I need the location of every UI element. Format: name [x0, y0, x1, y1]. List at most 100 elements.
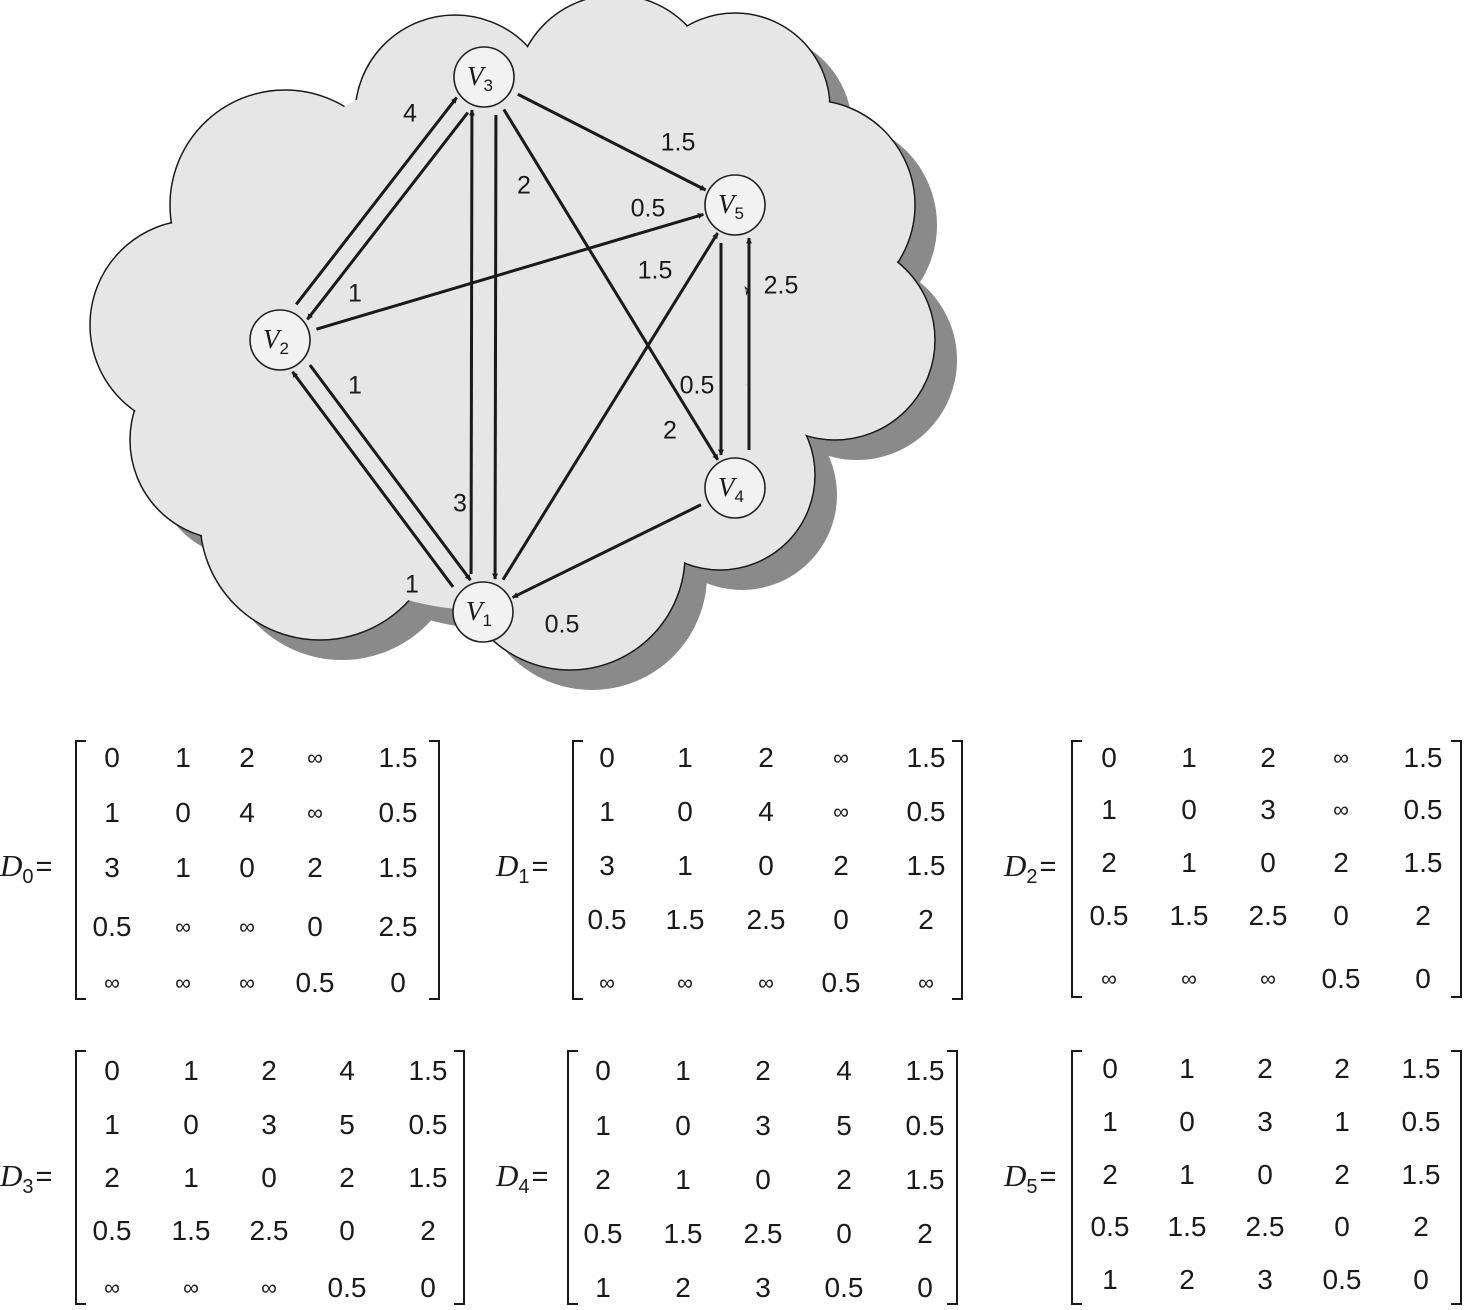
matrix-cell: 0	[175, 797, 191, 828]
edge-label-v1-v5: 1.5	[638, 257, 673, 285]
matrix-cell: ∞	[104, 1275, 120, 1300]
matrix-cell: 2	[833, 850, 849, 881]
matrix-cell: 1	[1102, 1264, 1118, 1295]
matrix-cell: 0	[1179, 1106, 1195, 1137]
matrix-cell: 1.5	[408, 1162, 448, 1193]
node-letter: V	[718, 472, 738, 502]
matrix-cell: 1	[599, 796, 615, 827]
matrix-cell: 1	[595, 1110, 611, 1141]
matrix-cell: 0	[1101, 742, 1117, 773]
node-circle	[704, 174, 766, 236]
edge-label-v3-v2: 1	[348, 280, 362, 308]
matrix-cell: ∞	[261, 1275, 277, 1300]
matrix-cell: 2.5	[249, 1215, 289, 1246]
matrix-letter: D	[0, 848, 23, 883]
matrix-cell: 0	[1181, 794, 1197, 825]
matrix-d0-name: D0=	[0, 848, 52, 889]
right-bracket	[1451, 740, 1462, 998]
matrix-cell: 1	[104, 797, 120, 828]
right-bracket	[429, 740, 440, 1000]
node-v3: V3	[453, 46, 515, 108]
matrix-cell: 2	[261, 1055, 277, 1086]
matrix-letter: D	[496, 848, 519, 883]
matrix-d3-name: D3=	[0, 1158, 52, 1199]
node-subscript: 5	[735, 204, 744, 223]
matrix-cell: 2	[758, 742, 774, 773]
matrix-cell: 0.5	[587, 904, 627, 935]
matrix-cell: 1	[675, 1164, 691, 1195]
edge-v1-v3	[468, 109, 475, 574]
edge-label-v5-v4: 0.5	[680, 372, 715, 400]
matrix-cell: 0	[104, 1055, 120, 1086]
matrix-cell: 4	[758, 796, 774, 827]
matrix-cell: 0	[599, 742, 615, 773]
matrix-cell: ∞	[175, 914, 191, 939]
matrix-cell: 3	[261, 1109, 277, 1140]
node-subscript: 3	[484, 76, 493, 95]
matrix-cell: 0	[675, 1110, 691, 1141]
matrix-cell: ∞	[239, 914, 255, 939]
matrix-d5-name: D5=	[1004, 1158, 1056, 1199]
matrix-letter: D	[496, 1158, 519, 1193]
matrix-cell: 1	[1181, 847, 1197, 878]
matrix-cell: ∞	[307, 800, 323, 825]
matrix-letter: D	[0, 1158, 23, 1193]
edge-label-v3-v1: 3	[453, 490, 467, 518]
edge-v4-v1	[511, 503, 702, 599]
edge-label-v4-v5: 2.5	[764, 272, 799, 300]
matrix-cell: 0.5	[1090, 1211, 1130, 1242]
matrix-cell: ∞	[1181, 966, 1197, 991]
left-bracket	[1071, 740, 1082, 998]
matrix-cell: 1	[675, 1055, 691, 1086]
left-bracket	[75, 740, 86, 1000]
matrix-cell: 1	[1179, 1159, 1195, 1190]
right-bracket	[1451, 1050, 1462, 1305]
matrix-cell: 3	[104, 852, 120, 883]
matrix-cell: 2	[918, 904, 934, 935]
matrix-subscript: 1	[518, 866, 530, 888]
matrix-cell: 0.5	[1322, 1264, 1362, 1295]
matrix-cell: 5	[836, 1110, 852, 1141]
node-label: V5	[718, 189, 744, 223]
matrix-cell: 3	[1260, 794, 1276, 825]
node-subscript: 4	[735, 487, 744, 506]
equals-sign: =	[1039, 851, 1057, 883]
edge-label-v4-v1: 0.5	[545, 611, 580, 639]
matrix-subscript: 3	[22, 1176, 34, 1198]
matrix-cell: 0	[420, 1272, 436, 1303]
edge-v2-v1	[308, 364, 472, 582]
matrix-cell: ∞	[677, 970, 693, 995]
matrix-cell: 0	[677, 796, 693, 827]
matrix-cell: 3	[755, 1110, 771, 1141]
left-bracket	[567, 1050, 578, 1305]
matrix-cell: ∞	[307, 745, 323, 770]
edge-v2-v5	[316, 212, 704, 331]
matrix-cell: ∞	[239, 970, 255, 995]
cloud-fill-cover	[91, 0, 934, 669]
matrix-cell: 4	[339, 1055, 355, 1086]
node-letter: V	[718, 189, 738, 219]
node-letter: V	[263, 324, 283, 354]
matrix-cell: 1	[183, 1162, 199, 1193]
matrix-cell: 0	[595, 1055, 611, 1086]
matrix-cell: 2	[1257, 1053, 1273, 1084]
matrix-cell: 1	[1179, 1053, 1195, 1084]
matrix-cell: 1	[595, 1272, 611, 1303]
matrix-cell: 1.5	[906, 742, 946, 773]
matrix-d4	[567, 1050, 958, 1305]
matrix-cell: 2	[917, 1218, 933, 1249]
matrix-cell: 0	[1413, 1264, 1429, 1295]
matrix-cell: 0.5	[378, 797, 418, 828]
right-bracket	[454, 1050, 465, 1305]
matrix-cell: 0	[1415, 963, 1431, 994]
matrix-cell: 0.5	[408, 1109, 448, 1140]
matrix-cell: 2	[307, 852, 323, 883]
equals-sign: =	[35, 851, 53, 883]
matrix-cell: ∞	[833, 745, 849, 770]
matrix-cell: 0	[183, 1109, 199, 1140]
matrix-cell: 2	[755, 1055, 771, 1086]
node-v5: V5	[704, 174, 766, 236]
edges-layer	[291, 92, 752, 599]
